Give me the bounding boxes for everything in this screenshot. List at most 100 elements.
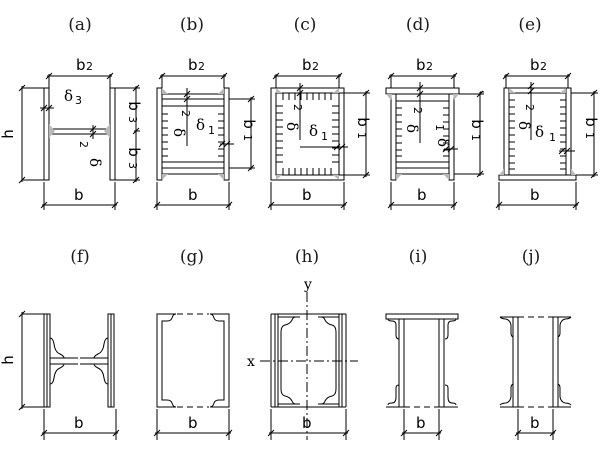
- weld: [104, 124, 110, 138]
- right-channel-outer: [210, 313, 230, 408]
- dim-b: b: [74, 186, 84, 204]
- outer-box: [270, 87, 345, 181]
- panel-label-j: (j): [522, 247, 541, 267]
- angle-profile: [387, 384, 400, 406]
- bottom-cover-plate: [498, 174, 577, 181]
- right-web: [552, 316, 559, 408]
- dim-delta2: δ: [515, 121, 533, 130]
- dim-b2-sub: 2: [198, 60, 205, 73]
- angle-profile: [499, 316, 514, 338]
- dim-delta1: δ: [535, 123, 544, 141]
- dim-b1-sub: 1: [241, 134, 254, 141]
- dim-b: b: [530, 186, 540, 204]
- dim-b: b: [188, 186, 198, 204]
- dim-h: h: [0, 129, 17, 139]
- dim-b2: b: [188, 56, 198, 74]
- dim-b2: b: [76, 56, 86, 74]
- dim-delta2: δ: [403, 124, 421, 133]
- top-cover-plate: [385, 87, 460, 95]
- angle-profile: [280, 316, 297, 333]
- angle-profile: [49, 363, 65, 385]
- top-plate: [385, 313, 459, 320]
- panel-label-b: (b): [180, 15, 204, 35]
- angle-profile: [557, 316, 572, 338]
- left-channel-inner: [161, 313, 177, 408]
- right-plate: [565, 87, 572, 176]
- dim-b1: b: [582, 117, 600, 127]
- left-web: [398, 318, 405, 408]
- dim-b: b: [302, 414, 312, 432]
- section-b: δ 2 δ 1 b 2 b 1 b: [153, 56, 258, 210]
- left-channel-outer: [156, 313, 176, 408]
- y-axis-label: y: [303, 277, 312, 293]
- dim-b1: b: [468, 119, 486, 129]
- dim-delta1-sub: 1: [208, 124, 215, 137]
- left-plate: [156, 87, 163, 181]
- panel-label-f: (f): [70, 247, 90, 267]
- dim-b1: b: [354, 117, 372, 127]
- angle-profile: [320, 316, 337, 333]
- dim-h: h: [0, 355, 17, 365]
- dim-b: b: [416, 414, 426, 432]
- panel-label-c: (c): [294, 15, 317, 35]
- angle-profile: [280, 388, 297, 405]
- left-flange: [43, 87, 50, 181]
- panel-label-h: (h): [295, 247, 319, 267]
- dim-b: b: [302, 186, 312, 204]
- section-c: δ 2 δ 1 b 2 b 1 b: [267, 56, 372, 210]
- section-e: δ 2 δ 1 b 2 b 1 b: [495, 56, 600, 210]
- dim-b2: b: [530, 56, 540, 74]
- dim-delta1: δ: [309, 122, 318, 140]
- section-a: h b 2 δ 3 δ 2 b 3 b 3: [0, 56, 143, 210]
- dim-b2-sub: 2: [540, 60, 547, 73]
- section-d: δ 2 δ 1 b 2 b 1 b: [385, 56, 486, 210]
- dim-b2-sub: 2: [426, 60, 433, 73]
- angle-profile: [93, 363, 109, 385]
- stiffener-ticks: [276, 93, 339, 175]
- dim-delta2-sub: 2: [77, 141, 90, 148]
- dim-delta2: δ: [86, 158, 104, 167]
- dim-delta2: δ: [170, 128, 188, 137]
- angle-profile: [49, 337, 65, 359]
- left-plate: [390, 93, 397, 181]
- angle-profile: [557, 383, 572, 406]
- dim-delta1: δ: [434, 138, 452, 147]
- angle-profile: [93, 337, 109, 359]
- dim-delta2-sub: 2: [411, 107, 424, 114]
- dim-delta2-sub: 2: [523, 104, 536, 111]
- panel-label-i: (i): [409, 247, 428, 267]
- panel-label-a: (a): [68, 15, 91, 35]
- dim-b3-top: b: [125, 101, 143, 111]
- dim-b2: b: [302, 56, 312, 74]
- angle-profile: [499, 383, 514, 406]
- dim-delta2: δ: [283, 122, 301, 131]
- panel-label-e: (e): [518, 15, 541, 35]
- dim-b3-bottom-sub: 3: [126, 162, 139, 169]
- dim-b2-sub: 2: [86, 60, 93, 73]
- angle-profile: [387, 318, 400, 340]
- right-plate: [448, 93, 455, 181]
- angle-profile: [320, 388, 337, 405]
- dim-b1-sub: 1: [583, 132, 596, 139]
- angle-profile: [444, 384, 457, 406]
- dim-b: b: [188, 414, 198, 432]
- section-f: h b: [0, 310, 120, 440]
- dim-delta1-sub: 1: [549, 131, 556, 144]
- inner-box: [275, 92, 340, 176]
- left-web: [512, 316, 519, 408]
- right-plate: [223, 87, 230, 181]
- panel-label-g: (g): [180, 247, 204, 267]
- dim-b3-bottom: b: [125, 147, 143, 157]
- section-i: b: [385, 313, 459, 440]
- dim-delta2-sub: 2: [291, 104, 304, 111]
- weld: [49, 124, 55, 138]
- dim-b: b: [417, 186, 427, 204]
- right-web: [438, 318, 445, 408]
- section-h: y x b: [247, 277, 358, 440]
- panel-label-d: (d): [406, 15, 430, 35]
- x-axis-label: x: [247, 354, 255, 370]
- dim-b: b: [530, 414, 540, 432]
- dim-delta1: δ: [196, 116, 205, 134]
- dim-delta1-sub: 1: [321, 130, 328, 143]
